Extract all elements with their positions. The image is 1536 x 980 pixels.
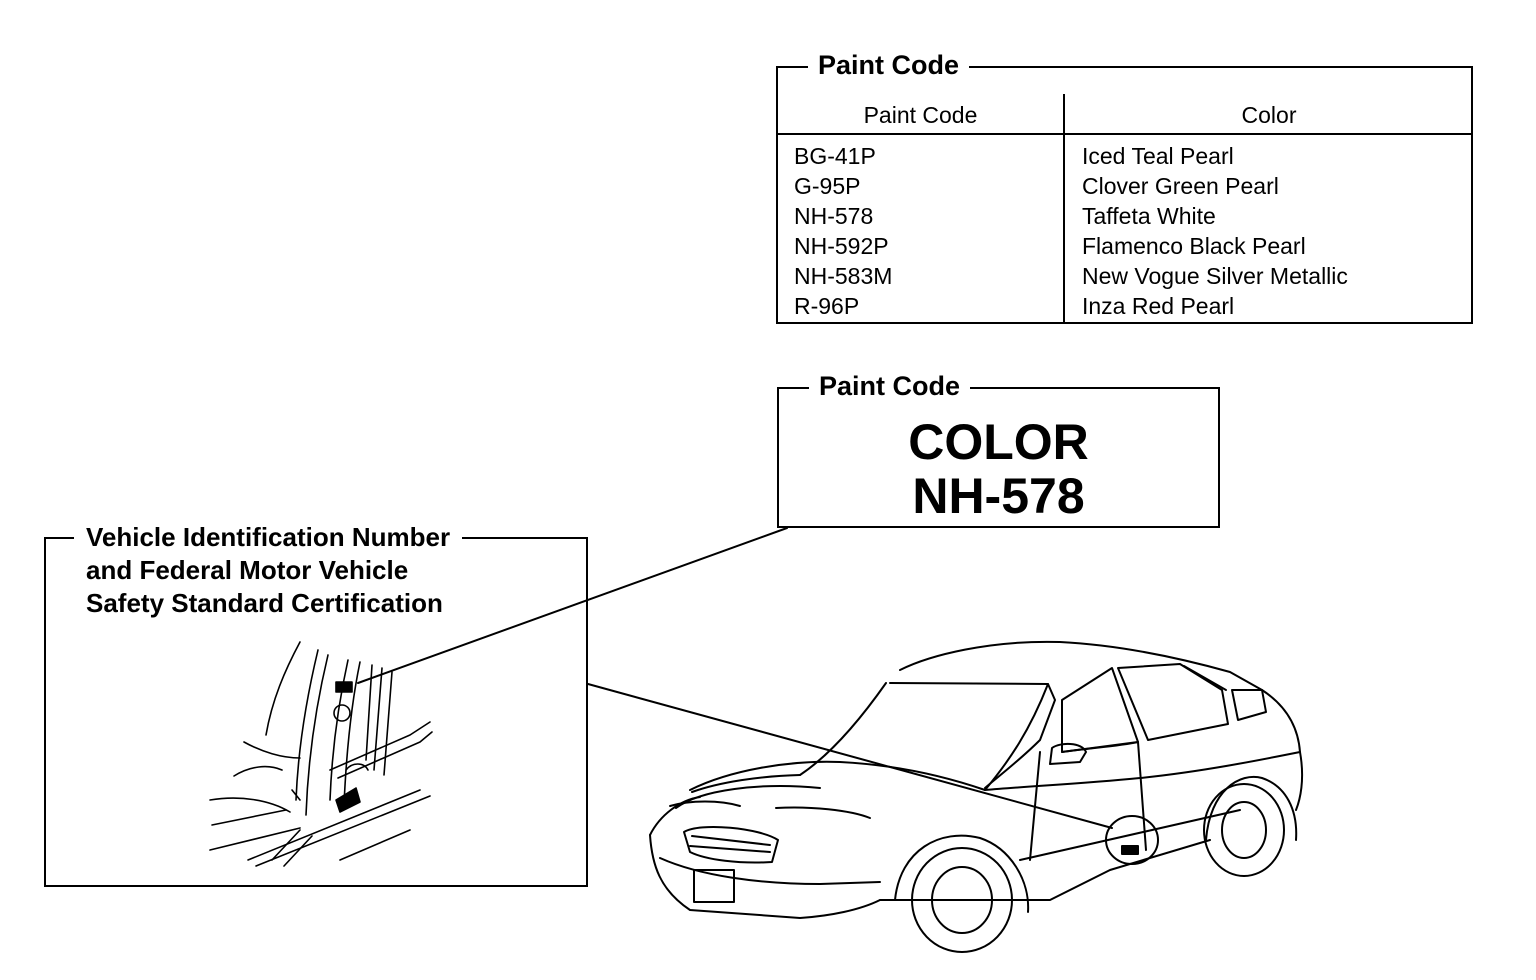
label-color-code: NH-578	[912, 468, 1085, 524]
paint-code-cell: NH-583M	[794, 263, 893, 289]
table-row: NH-578 Taffeta White	[778, 201, 1473, 231]
vin-title-line: Vehicle Identification Number	[86, 522, 451, 552]
label-color-word: COLOR	[908, 414, 1089, 470]
paint-code-table-panel: Paint Code Paint Code Color BG-41P Iced …	[776, 48, 1473, 324]
column-header-paint-code: Paint Code	[863, 102, 978, 128]
door-jamb-detail-illustration	[209, 641, 433, 867]
vin-certification-panel: Vehicle Identification Number and Federa…	[44, 521, 588, 887]
paint-code-cell: G-95P	[794, 173, 861, 199]
table-column-divider	[1063, 94, 1065, 324]
leader-lines	[357, 527, 1113, 829]
table-row: NH-583M New Vogue Silver Metallic	[778, 261, 1473, 291]
color-name-cell: Taffeta White	[1082, 203, 1216, 229]
column-header-color: Color	[1241, 102, 1297, 128]
vin-panel-title: Vehicle Identification Number and Federa…	[74, 521, 463, 620]
paint-code-cell: BG-41P	[794, 143, 876, 169]
color-name-cell: Clover Green Pearl	[1082, 173, 1279, 199]
table-row: BG-41P Iced Teal Pearl	[778, 141, 1473, 171]
color-name-cell: Iced Teal Pearl	[1082, 143, 1234, 169]
vin-title-line: and Federal Motor Vehicle	[86, 555, 409, 585]
sedan-illustration	[649, 640, 1304, 953]
paint-code-label-panel: Paint Code COLOR NH-578	[777, 369, 1220, 528]
paint-code-cell: NH-578	[794, 203, 874, 229]
table-row: G-95P Clover Green Pearl	[778, 171, 1473, 201]
table-header-divider	[778, 133, 1473, 135]
paint-code-cell: R-96P	[794, 293, 860, 319]
vin-title-line: Safety Standard Certification	[86, 588, 443, 618]
table-row: R-96P Inza Red Pearl	[778, 291, 1473, 321]
table-row: NH-592P Flamenco Black Pearl	[778, 231, 1473, 261]
color-name-cell: New Vogue Silver Metallic	[1082, 263, 1348, 289]
paint-code-cell: NH-592P	[794, 233, 889, 259]
paint-code-label-title: Paint Code	[809, 369, 971, 403]
color-name-cell: Flamenco Black Pearl	[1082, 233, 1306, 259]
color-name-cell: Inza Red Pearl	[1082, 293, 1235, 319]
paint-code-table-title: Paint Code	[808, 48, 970, 82]
